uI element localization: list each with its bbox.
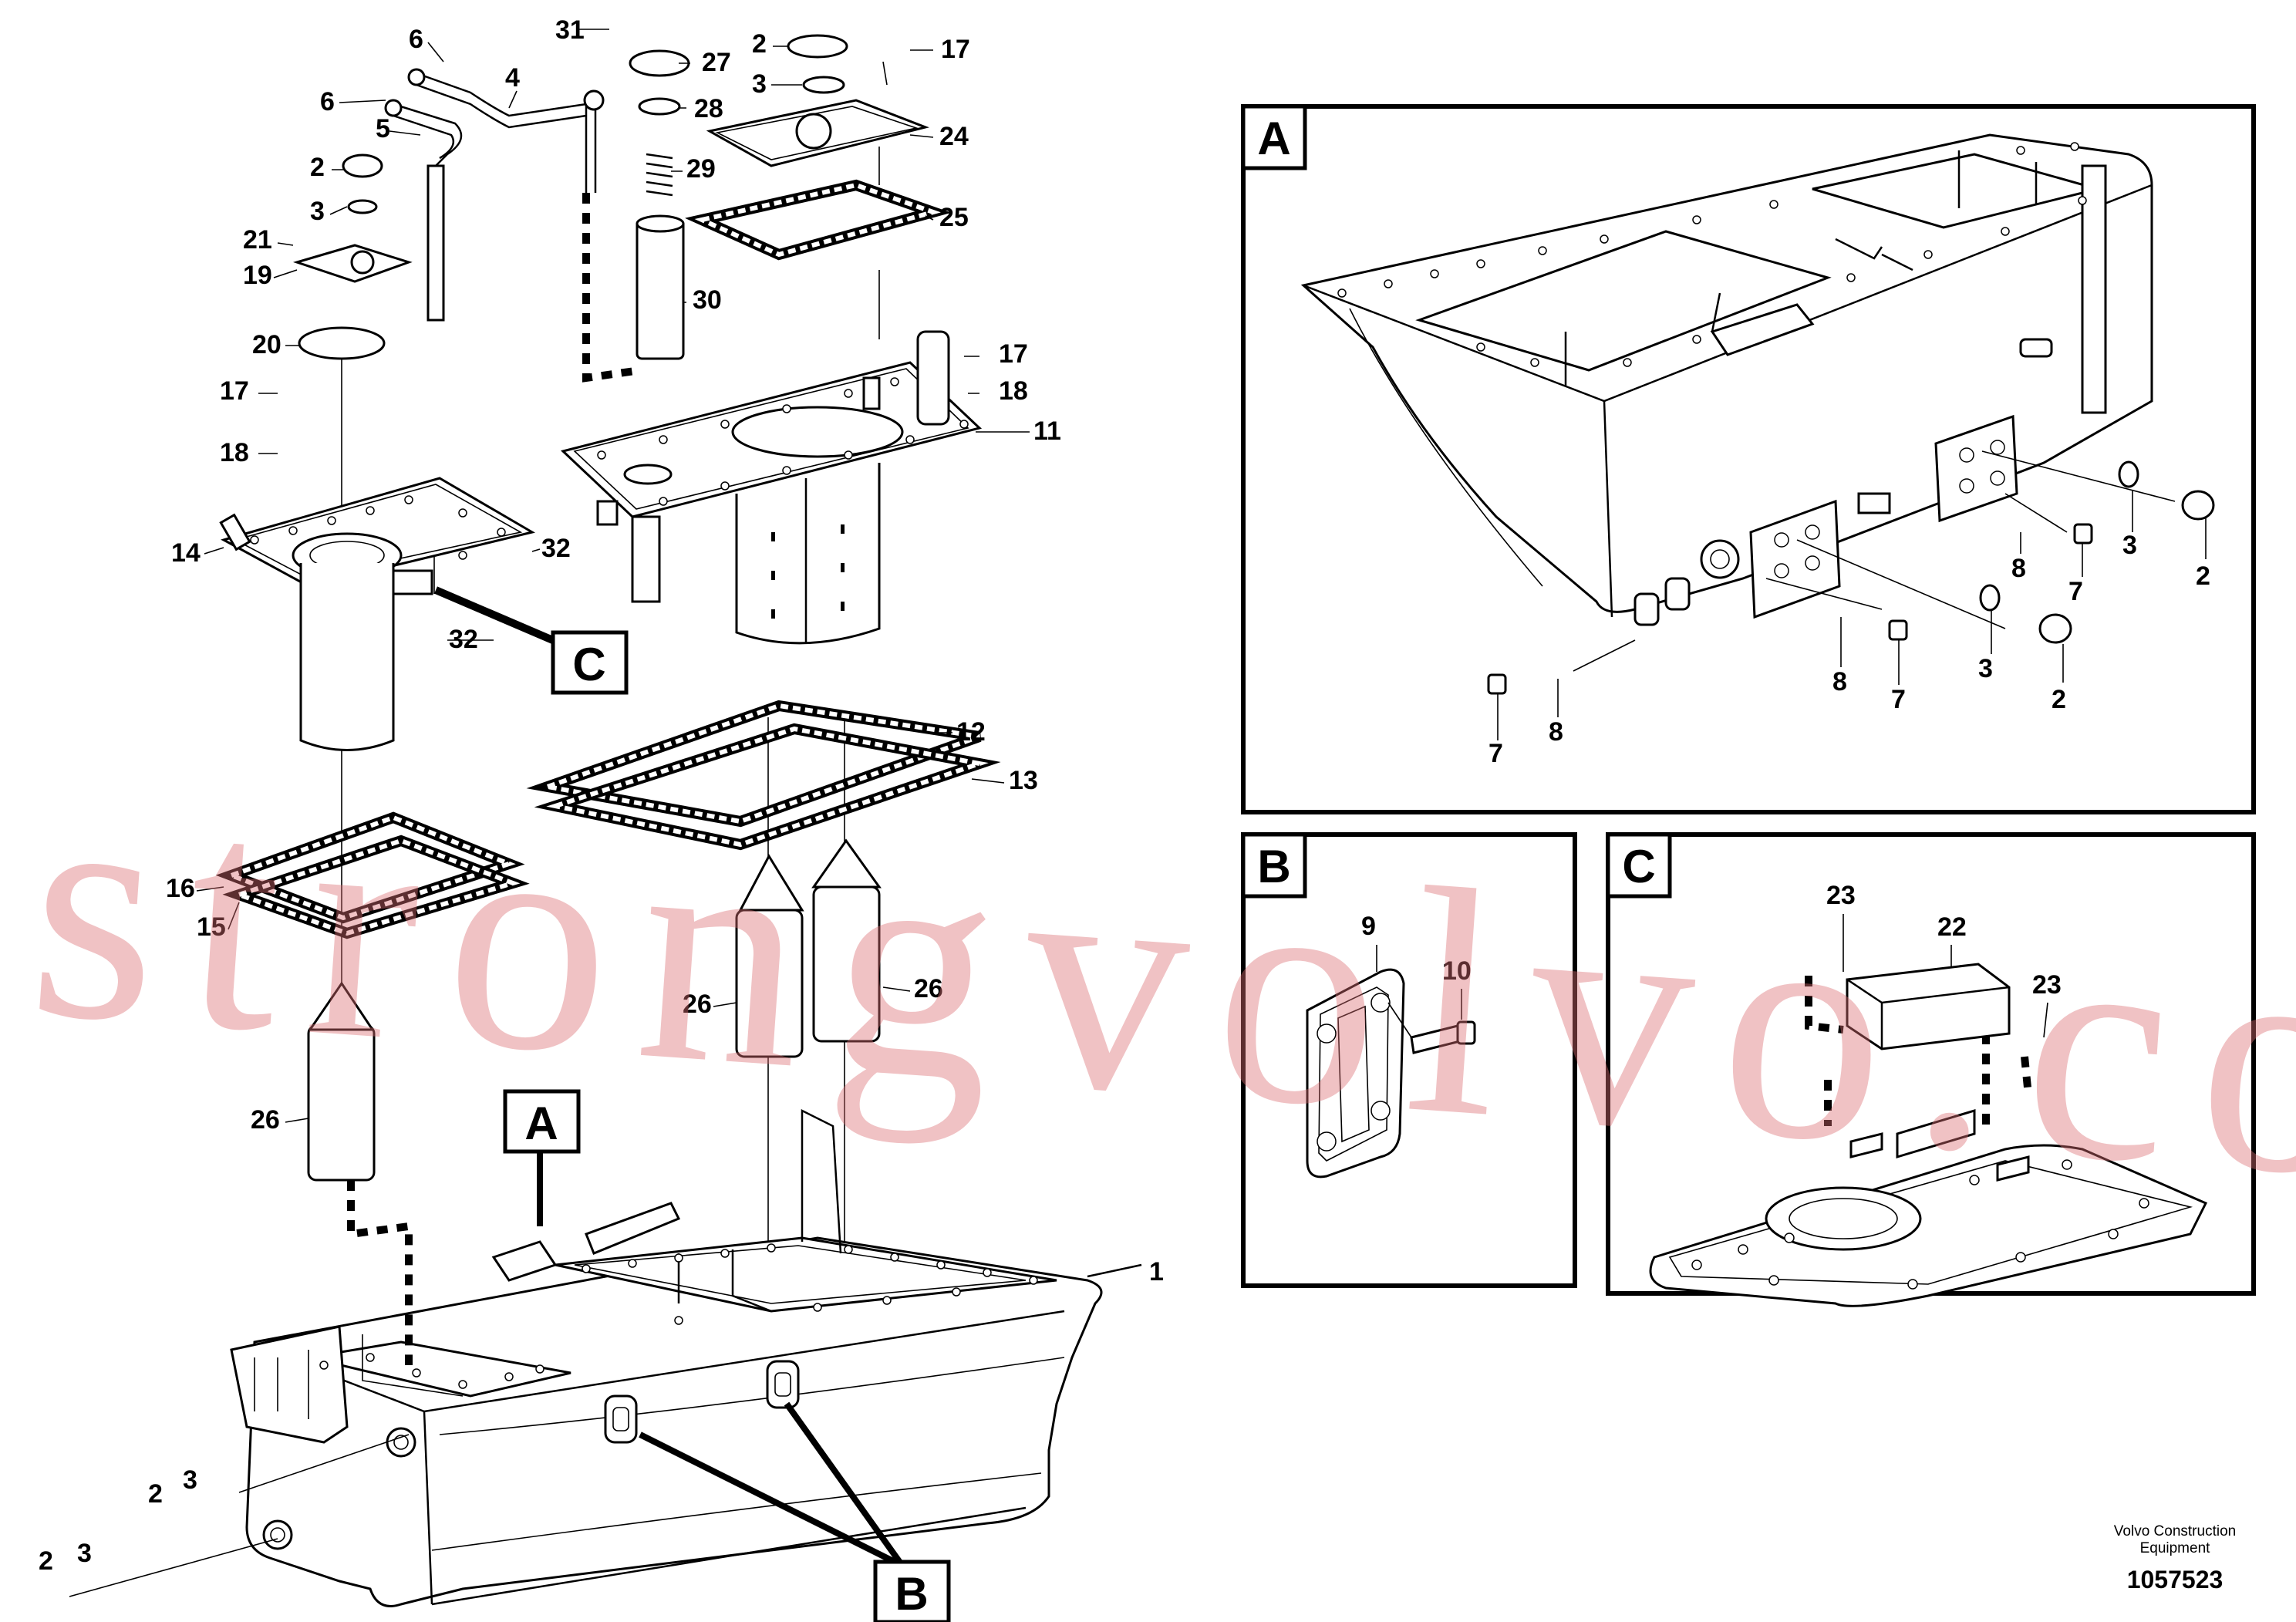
label-17: 17 (999, 339, 1028, 369)
label-29: 29 (686, 154, 716, 184)
label-19: 19 (243, 261, 272, 290)
label-9: 9 (1361, 912, 1376, 941)
label-13: 13 (1009, 766, 1038, 795)
label-16: 16 (166, 874, 195, 903)
detail-a-holes (1337, 142, 2087, 367)
rim-bolt-holes (319, 1243, 1038, 1389)
cover-plate-detail (1649, 963, 2208, 1307)
label-23: 23 (1826, 881, 1856, 910)
label-3: 3 (310, 197, 325, 226)
tank-detail-view (1300, 133, 2215, 695)
cover-14-holes (250, 495, 506, 560)
label-18: 18 (220, 438, 249, 467)
pipe-assembly (384, 68, 605, 322)
cover-11-holes (597, 377, 969, 506)
panel-letter-B: B (1257, 841, 1290, 892)
label-5: 5 (376, 114, 390, 143)
label-22: 22 (1937, 912, 1967, 942)
label-2: 2 (2052, 685, 2066, 714)
manufacturer-line-1: Volvo Construction (2113, 1523, 2237, 1539)
label-23: 23 (2032, 970, 2062, 1000)
panel-letter-C: C (1622, 841, 1655, 892)
label-8: 8 (1832, 667, 1847, 696)
main-leader-lines (69, 147, 1142, 1597)
label-26: 26 (251, 1105, 280, 1135)
label-32: 32 (449, 625, 478, 654)
label-32: 32 (541, 534, 571, 563)
label-3: 3 (1978, 654, 1993, 683)
label-3: 3 (2122, 531, 2137, 560)
label-3: 3 (752, 69, 767, 99)
label-31: 31 (555, 15, 585, 45)
label-4: 4 (505, 63, 520, 93)
gaskets-12-13 (526, 700, 1001, 851)
label-25: 25 (939, 203, 969, 232)
label-26: 26 (683, 990, 712, 1019)
label-7: 7 (2068, 577, 2083, 606)
main-part-labels: 31 6 6 4 5 2 3 17 27 28 24 29 25 30 2 3 … (39, 15, 1164, 1576)
label-10: 10 (1442, 956, 1472, 986)
label-2: 2 (2196, 561, 2210, 591)
label-30: 30 (693, 285, 722, 315)
label-7: 7 (1891, 685, 1906, 714)
callout-B-main: B (873, 1560, 951, 1622)
label-7: 7 (1489, 739, 1503, 768)
detail-panel-B: B 9 10 (1241, 832, 1577, 1288)
label-15: 15 (197, 912, 226, 942)
callout-letter-A: A (524, 1098, 558, 1149)
callout-C-main: C (551, 630, 629, 695)
panel-letter-A: A (1257, 113, 1290, 164)
callout-letter-B: B (895, 1568, 928, 1620)
label-2: 2 (148, 1479, 163, 1509)
detail-panel-A: A (1241, 104, 2256, 814)
label-27: 27 (702, 48, 731, 77)
gaskets-15-16 (215, 811, 530, 939)
callout-letter-C: C (572, 639, 605, 690)
main-exploded-view (69, 34, 1142, 1607)
return-filter-cover (560, 330, 983, 645)
label-3: 3 (77, 1539, 92, 1568)
hydraulic-tank-body (230, 1108, 1103, 1607)
label-2: 2 (752, 29, 767, 59)
label-6: 6 (320, 87, 335, 116)
label-8: 8 (2011, 554, 2026, 583)
label-17: 17 (220, 376, 249, 406)
drawing-number: 1057523 (2126, 1566, 2224, 1593)
label-14: 14 (171, 538, 201, 568)
filter-elements (307, 838, 882, 1182)
label-2: 2 (310, 153, 325, 182)
label-3: 3 (183, 1465, 197, 1495)
manufacturer-name: Volvo Construction Equipment (2082, 1523, 2267, 1557)
detail-a-labels: 2 3 7 8 2 3 7 8 7 8 (1489, 490, 2210, 768)
manufacturer-line-2: Equipment (2139, 1540, 2210, 1556)
label-26: 26 (914, 974, 943, 1003)
label-24: 24 (939, 122, 969, 151)
label-1: 1 (1149, 1257, 1164, 1286)
suction-cover (219, 153, 535, 751)
housing-slots (771, 524, 845, 619)
callout-A-main: A (503, 1089, 581, 1154)
label-11: 11 (1033, 416, 1061, 446)
detail-c-holes (1691, 1159, 2149, 1290)
upper-cover-assembly (629, 34, 952, 360)
label-17: 17 (941, 35, 970, 64)
label-2: 2 (39, 1546, 53, 1576)
label-20: 20 (252, 330, 282, 359)
sight-glass-detail (1306, 968, 1476, 1179)
label-21: 21 (243, 225, 272, 255)
label-6: 6 (409, 25, 423, 54)
label-12: 12 (956, 717, 986, 747)
label-28: 28 (694, 94, 723, 123)
label-8: 8 (1549, 717, 1563, 747)
label-18: 18 (999, 376, 1028, 406)
detail-panel-C: C 23 22 23 (1606, 832, 2256, 1307)
